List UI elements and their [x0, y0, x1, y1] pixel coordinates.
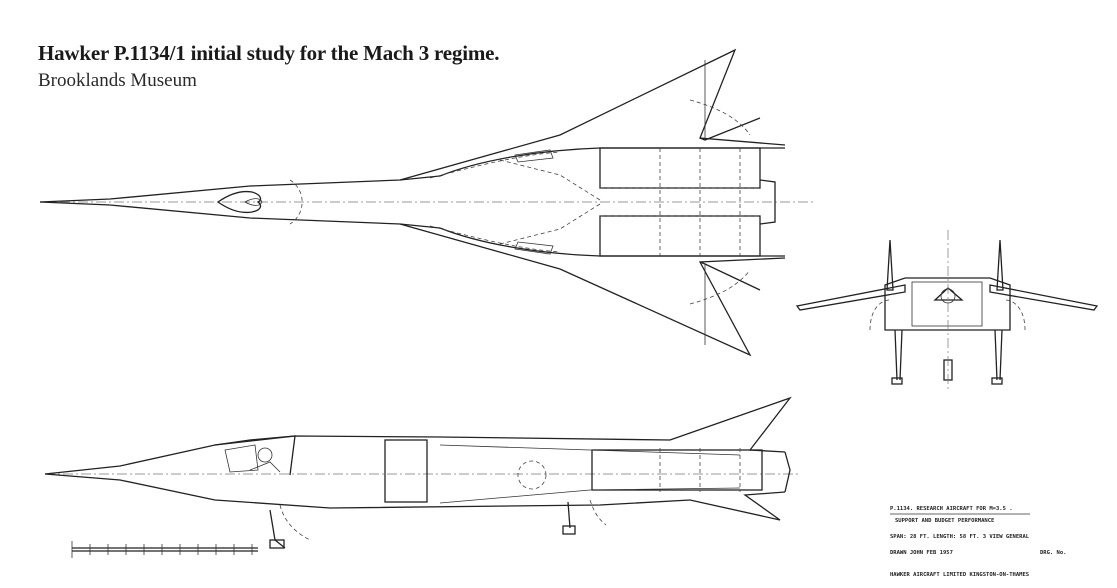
plan-view [39, 48, 815, 357]
title-block-line1: P.1134. RESEARCH AIRCRAFT FOR M=3.5 . [890, 506, 1013, 512]
scale-bar [71, 541, 258, 558]
title-block-line3: SPAN: 28 FT. LENGTH: 58 FT. 3 VIEW GENER… [890, 534, 1030, 540]
title-block-line4: DRAWN JOHN FEB 1957 [890, 550, 953, 556]
title-block-line5: DRG. No. [1040, 550, 1067, 556]
title-block-line2: SUPPORT AND BUDGET PERFORMANCE [895, 518, 994, 524]
drawing-title-block: P.1134. RESEARCH AIRCRAFT FOR M=3.5 . SU… [890, 506, 1067, 578]
side-view [44, 396, 800, 549]
caption-title: Hawker P.1134/1 initial study for the Ma… [38, 41, 500, 65]
title-block-line6: HAWKER AIRCRAFT LIMITED KINGSTON-ON-THAM… [890, 572, 1029, 578]
caption-credit: Brooklands Museum [38, 70, 197, 91]
front-view [795, 230, 1099, 390]
